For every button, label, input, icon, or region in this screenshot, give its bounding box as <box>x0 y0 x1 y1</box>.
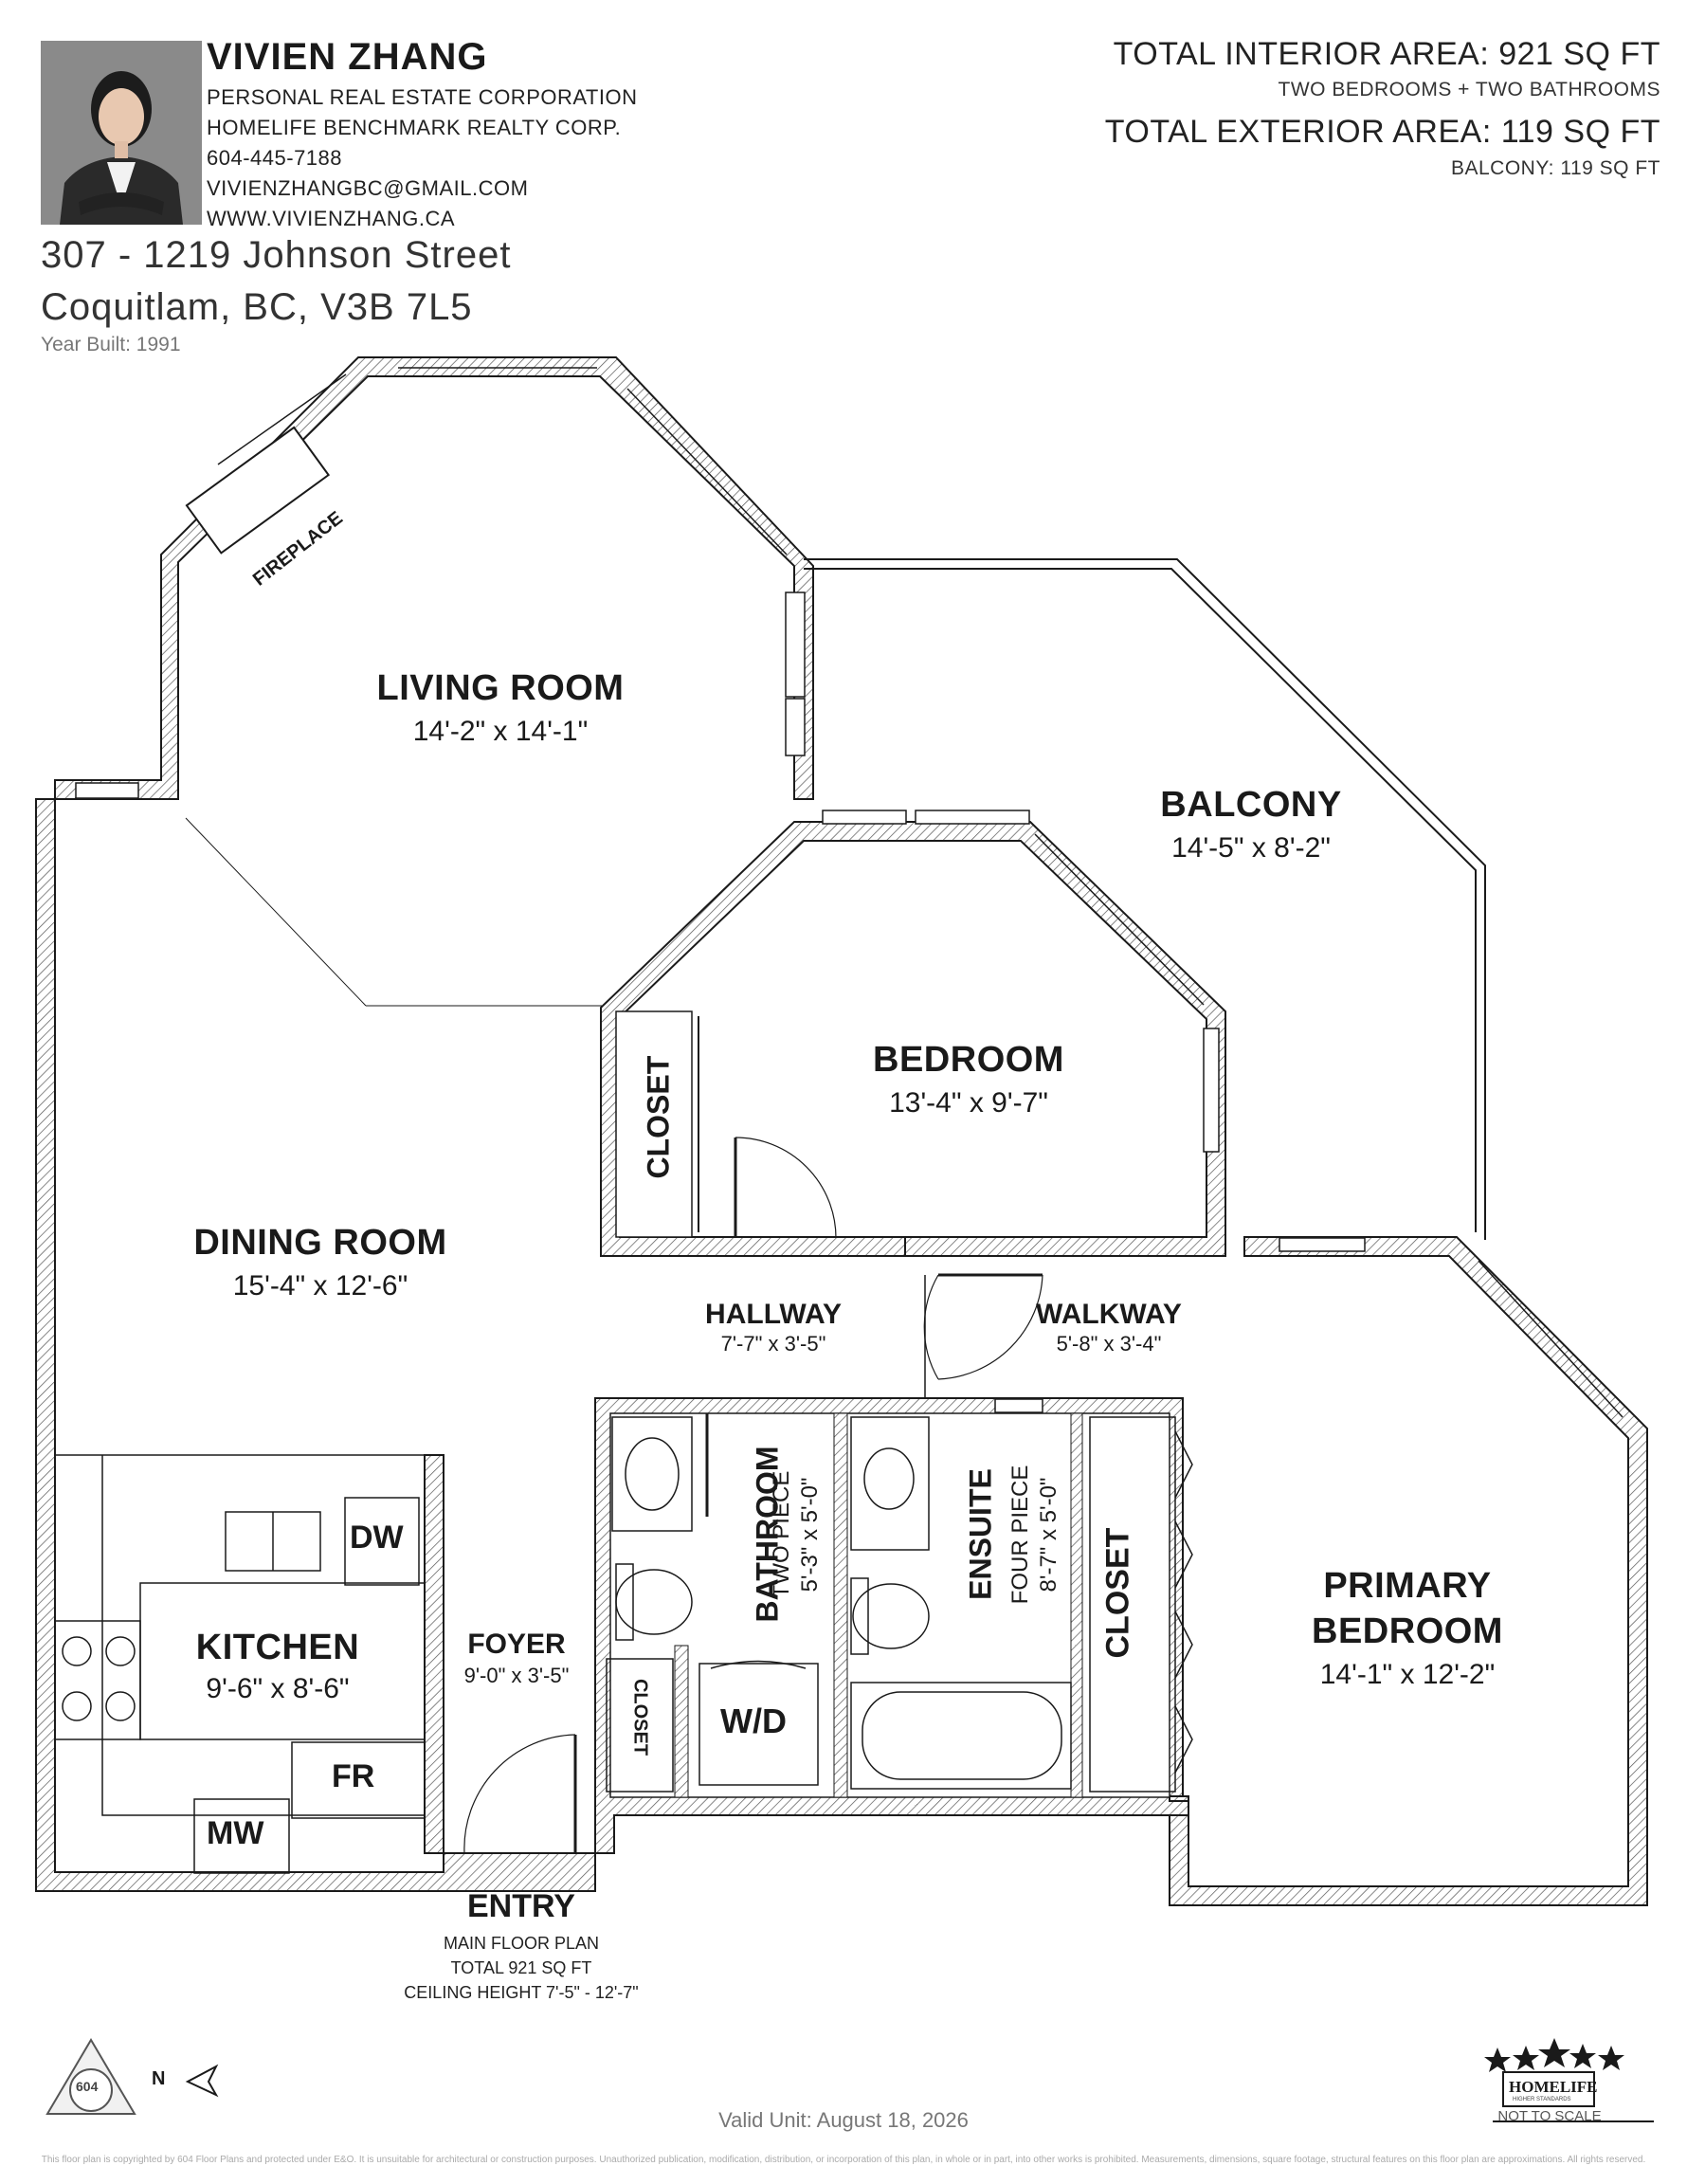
foyer-closet-label: CLOSET <box>629 1678 651 1756</box>
bedroom-closet-label: CLOSET <box>641 1055 676 1179</box>
entry-door <box>463 1734 577 1854</box>
address-line-2: Coquitlam, BC, V3B 7L5 <box>41 286 473 328</box>
fireplace <box>185 426 331 555</box>
hallway-dimensions: 7'-7" x 3'-5" <box>720 1332 826 1356</box>
foyer-dimensions: 9'-0" x 3'-5" <box>463 1664 570 1687</box>
kitchen-dimensions: 9'-6" x 8'-6" <box>206 1673 350 1704</box>
dining-kitchen-walls <box>35 798 596 1892</box>
homelife-wordmark: HOMELIFE <box>1509 2078 1598 2096</box>
foyer-label: FOYER <box>467 1629 566 1660</box>
walkway-label: WALKWAY <box>1036 1299 1182 1330</box>
living-room-label: LIVING ROOM <box>376 668 625 708</box>
copyright-fineprint: This floor plan is copyrighted by 604 Fl… <box>41 2155 1646 2165</box>
bathroom-type: TWO PIECE <box>769 1470 794 1599</box>
walkway-dimensions: 5'-8" x 3'-4" <box>1056 1332 1162 1356</box>
bedroom-label: BEDROOM <box>873 1040 1064 1080</box>
microwave-label: MW <box>207 1815 264 1851</box>
agent-website[interactable]: WWW.VIVIENZHANG.CA <box>207 207 455 230</box>
year-built: Year Built: 1991 <box>41 334 181 355</box>
bath-block-walls <box>594 1397 1189 1854</box>
dining-room-label: DINING ROOM <box>193 1223 447 1263</box>
logo-604-number: 604 <box>76 2079 99 2094</box>
primary-bedroom-walls <box>1169 1236 1648 1906</box>
north-arrow <box>185 2064 219 2098</box>
primary-bedroom-label-2: BEDROOM <box>1312 1611 1503 1651</box>
primary-bedroom-dimensions: 14'-1" x 12'-2" <box>1319 1659 1496 1690</box>
primary-bedroom-label-1: PRIMARY <box>1323 1566 1492 1606</box>
exterior-area: TOTAL EXTERIOR AREA: 119 SQ FT <box>1104 114 1660 150</box>
homelife-tagline: HIGHER STANDARDS <box>1513 2097 1571 2102</box>
agent-corp: PERSONAL REAL ESTATE CORPORATION <box>207 85 638 109</box>
agent-brokerage: HOMELIFE BENCHMARK REALTY CORP. <box>207 116 622 139</box>
north-label: N <box>152 2068 166 2089</box>
plan-total: TOTAL 921 SQ FT <box>450 1958 592 1977</box>
fridge-label: FR <box>332 1758 375 1794</box>
not-to-scale: NOT TO SCALE <box>1497 2108 1602 2124</box>
bathroom-fixtures <box>606 1416 1193 1793</box>
exterior-area-detail: BALCONY: 119 SQ FT <box>1450 157 1660 179</box>
washer-dryer-label: W/D <box>720 1702 787 1740</box>
address-line-1: 307 - 1219 Johnson Street <box>41 234 512 276</box>
hallway-label: HALLWAY <box>705 1299 842 1330</box>
dishwasher-label: DW <box>350 1520 404 1556</box>
ensuite-type: FOUR PIECE <box>1007 1465 1033 1605</box>
balcony-dimensions: 14'-5" x 8'-2" <box>1171 832 1331 864</box>
agent-email[interactable]: VIVIENZHANGBC@GMAIL.COM <box>207 176 529 200</box>
living-room-walls <box>54 356 814 800</box>
living-dining-divider <box>185 817 367 1007</box>
stove-burners <box>62 1636 136 1721</box>
interior-area: TOTAL INTERIOR AREA: 921 SQ FT <box>1113 36 1660 72</box>
bedroom-dimensions: 13'-4" x 9'-7" <box>889 1087 1048 1119</box>
agent-photo <box>41 41 202 225</box>
agent-name: VIVIEN ZHANG <box>207 36 488 78</box>
bedroom-walls <box>600 810 1226 1257</box>
ensuite-dimensions: 8'-7" x 5'-0" <box>1036 1477 1061 1592</box>
balcony-label: BALCONY <box>1160 785 1342 825</box>
dining-room-dimensions: 15'-4" x 12'-6" <box>232 1270 408 1301</box>
logo-604 <box>45 2038 136 2115</box>
balcony-outline <box>804 558 1486 1240</box>
interior-area-detail: TWO BEDROOMS + TWO BATHROOMS <box>1278 79 1660 100</box>
primary-closet-label: CLOSET <box>1099 1527 1136 1659</box>
kitchen-counters <box>54 1454 426 1874</box>
ensuite-label: ENSUITE <box>963 1468 998 1600</box>
kitchen-label: KITCHEN <box>195 1628 360 1667</box>
agent-phone[interactable]: 604-445-7188 <box>207 146 343 170</box>
hallway-doors <box>923 1273 1043 1398</box>
bathroom-dimensions: 5'-3" x 5'-0" <box>797 1477 823 1592</box>
living-room-dimensions: 14'-2" x 14'-1" <box>412 716 589 747</box>
plan-label: MAIN FLOOR PLAN <box>443 1934 600 1953</box>
ceiling-height: CEILING HEIGHT 7'-5" - 12'-7" <box>404 1983 639 2002</box>
valid-unit: Valid Unit: August 18, 2026 <box>718 2108 969 2132</box>
entry-label: ENTRY <box>467 1888 575 1924</box>
homelife-logo <box>1484 2038 1654 2122</box>
bedroom-door <box>734 1137 837 1239</box>
